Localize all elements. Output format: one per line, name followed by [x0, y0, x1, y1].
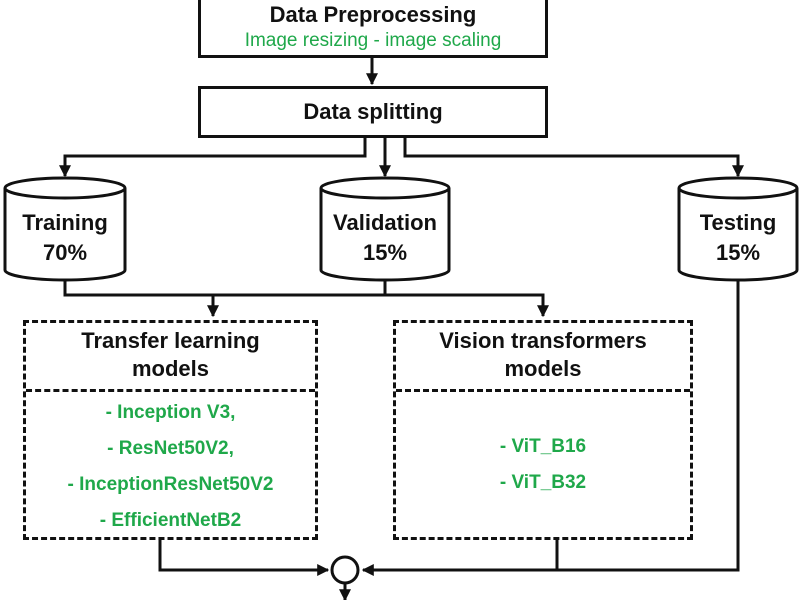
arrow-vit-to-combiner — [361, 540, 559, 576]
transfer-learning-title-line1: Transfer learning — [81, 328, 260, 353]
preprocessing-subtitle: Image resizing - image scaling — [244, 30, 502, 51]
transfer-learning-title-line2: models — [131, 356, 210, 381]
arrow-to-vision-transformers — [385, 293, 549, 318]
training-share: 70% — [42, 240, 88, 265]
model-item: - ViT_B16 — [499, 436, 587, 457]
transfer-learning-title: Transfer learning models — [26, 327, 315, 383]
preprocessing-box: Data Preprocessing Image resizing - imag… — [198, 0, 548, 58]
model-item: - ResNet50V2, — [107, 438, 234, 459]
testing-name: Testing — [699, 210, 777, 235]
testing-cylinder — [677, 176, 799, 282]
vision-transformers-box: Vision transformers models - ViT_B16 - V… — [393, 320, 693, 540]
arrow-testing-to-combiner — [557, 276, 740, 572]
splitting-title: Data splitting — [303, 99, 443, 124]
training-name: Training — [22, 210, 108, 235]
vision-transformers-title-line2: models — [504, 356, 582, 381]
arrow-transfer-to-combiner — [158, 540, 330, 576]
arrow-split-to-testing — [403, 138, 744, 178]
model-item: - InceptionResNet50V2 — [67, 474, 274, 495]
model-item: - Inception V3, — [105, 402, 236, 423]
transfer-learning-box: Transfer learning models - Inception V3,… — [23, 320, 318, 540]
training-label: Training 70% — [5, 208, 125, 268]
testing-share: 15% — [715, 240, 761, 265]
model-item: - EfficientNetB2 — [99, 510, 242, 531]
testing-label: Testing 15% — [679, 208, 797, 268]
combiner-node — [330, 555, 360, 585]
training-cylinder — [3, 176, 127, 282]
vision-transformers-title: Vision transformers models — [396, 327, 690, 383]
validation-label: Validation 15% — [321, 208, 449, 268]
connector-training-merge — [63, 276, 385, 297]
validation-share: 15% — [362, 240, 408, 265]
vision-transformers-divider — [396, 389, 690, 392]
transfer-learning-divider — [26, 389, 315, 392]
splitting-box: Data splitting — [198, 86, 548, 138]
preprocessing-title: Data Preprocessing — [269, 2, 477, 27]
arrow-split-to-training — [59, 138, 367, 178]
vision-transformers-title-line1: Vision transformers — [439, 328, 647, 353]
vision-transformers-model-list: - ViT_B16 - ViT_B32 — [396, 429, 690, 501]
validation-name: Validation — [333, 210, 437, 235]
model-item: - ViT_B32 — [499, 472, 587, 493]
validation-cylinder — [319, 176, 451, 282]
transfer-learning-model-list: - Inception V3, - ResNet50V2, - Inceptio… — [6, 395, 335, 539]
